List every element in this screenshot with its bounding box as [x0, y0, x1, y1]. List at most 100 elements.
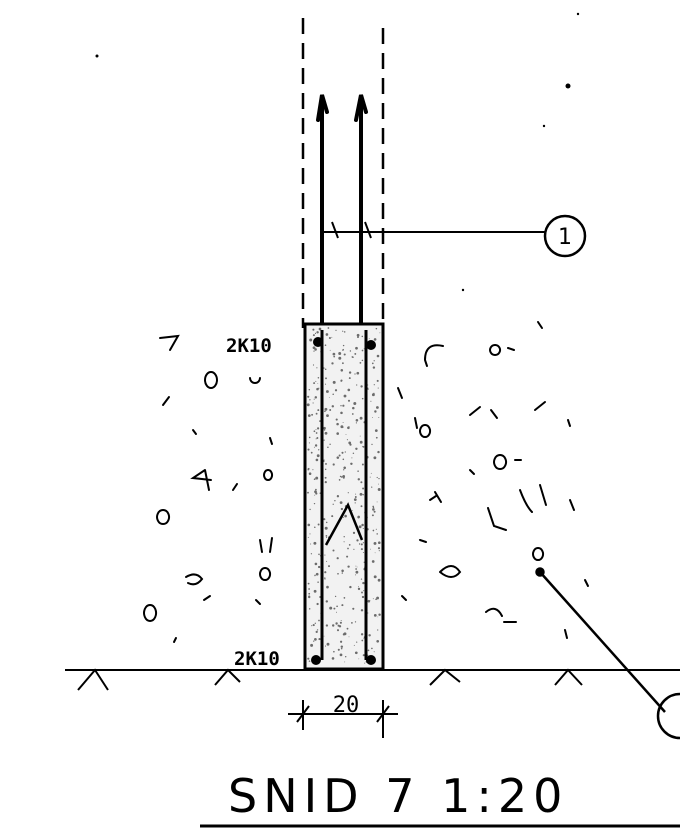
- concrete-speck: [340, 476, 343, 478]
- concrete-speck: [308, 436, 311, 439]
- concrete-speck: [348, 426, 350, 428]
- concrete-speck: [362, 494, 364, 496]
- concrete-speck: [345, 433, 347, 435]
- concrete-speck: [353, 548, 355, 550]
- concrete-speck: [343, 353, 346, 356]
- concrete-speck: [310, 543, 312, 545]
- concrete-speck: [355, 493, 357, 495]
- concrete-speck: [316, 367, 318, 369]
- concrete-speck: [358, 525, 362, 529]
- concrete-speck: [331, 336, 333, 338]
- concrete-speck: [361, 463, 364, 466]
- concrete-speck: [336, 422, 339, 426]
- concrete-speck: [323, 459, 325, 461]
- concrete-speck: [325, 535, 328, 537]
- concrete-speck: [340, 369, 344, 372]
- concrete-speck: [314, 638, 317, 641]
- concrete-speck: [308, 608, 311, 610]
- concrete-speck: [316, 602, 319, 606]
- concrete-speck: [377, 547, 381, 550]
- concrete-speck: [373, 614, 377, 617]
- concrete-speck: [351, 356, 354, 358]
- concrete-speck: [314, 562, 318, 566]
- concrete-speck: [307, 395, 310, 398]
- concrete-speck: [342, 344, 345, 347]
- concrete-speck: [339, 501, 343, 504]
- concrete-speck: [325, 462, 327, 465]
- concrete-speck: [307, 448, 310, 451]
- paper-specks: [95, 12, 580, 292]
- concrete-speck: [355, 346, 358, 350]
- concrete-speck: [326, 585, 329, 589]
- concrete-speck: [363, 348, 365, 350]
- concrete-speck: [324, 468, 327, 471]
- concrete-speck: [343, 536, 345, 538]
- concrete-speck: [378, 613, 381, 616]
- rebar-bottom-right: [366, 655, 376, 665]
- concrete-speck: [327, 327, 330, 329]
- concrete-speck: [354, 621, 357, 623]
- concrete-speck: [329, 443, 331, 446]
- concrete-speck: [374, 410, 377, 413]
- concrete-speck: [334, 500, 336, 502]
- concrete-speck: [307, 536, 309, 538]
- concrete-speck: [360, 505, 363, 508]
- concrete-speck: [355, 419, 359, 422]
- concrete-speck: [338, 454, 341, 457]
- ground-line: [65, 668, 680, 691]
- concrete-speck: [315, 412, 318, 415]
- concrete-speck: [346, 627, 349, 630]
- concrete-speck: [361, 591, 363, 594]
- concrete-speck: [340, 645, 344, 648]
- concrete-speck: [332, 352, 336, 356]
- concrete-speck: [325, 390, 329, 393]
- concrete-speck: [373, 360, 375, 362]
- concrete-speck: [370, 400, 372, 402]
- concrete-speck: [310, 451, 313, 454]
- concrete-speck: [346, 555, 349, 558]
- concrete-speck: [316, 331, 319, 334]
- concrete-speck: [353, 402, 357, 405]
- concrete-speck: [368, 338, 370, 339]
- concrete-speck: [372, 508, 375, 511]
- concrete-speck: [375, 436, 378, 439]
- concrete-speck: [336, 495, 340, 498]
- concrete-speck: [312, 334, 315, 337]
- concrete-speck: [343, 541, 345, 543]
- concrete-speck: [318, 553, 320, 556]
- concrete-speck: [342, 474, 346, 478]
- concrete-speck: [340, 405, 342, 407]
- concrete-speck: [336, 456, 340, 459]
- concrete-speck: [347, 388, 351, 392]
- concrete-speck: [318, 327, 322, 331]
- rebar-bottom-left: [311, 655, 321, 665]
- concrete-speck: [354, 373, 356, 375]
- concrete-speck: [342, 404, 345, 407]
- soil-aggregate-left: [143, 334, 274, 643]
- concrete-speck: [355, 565, 357, 567]
- concrete-speck: [361, 335, 364, 338]
- concrete-speck: [350, 462, 353, 466]
- concrete-speck: [309, 399, 311, 401]
- concrete-speck: [356, 539, 359, 542]
- concrete-speck: [359, 440, 363, 444]
- soil-aggregate-right: [397, 321, 589, 639]
- concrete-speck: [340, 425, 344, 429]
- concrete-speck: [315, 432, 318, 434]
- concrete-speck: [336, 557, 339, 560]
- concrete-speck: [324, 368, 327, 371]
- concrete-speck: [341, 362, 344, 365]
- concrete-speck: [323, 426, 326, 430]
- concrete-speck: [361, 523, 364, 527]
- concrete-speck: [361, 349, 364, 352]
- concrete-speck: [313, 446, 315, 448]
- concrete-speck: [331, 657, 335, 660]
- concrete-speck: [308, 660, 311, 662]
- concrete-speck: [308, 442, 310, 444]
- concrete-speck: [332, 463, 335, 466]
- concrete-speck: [323, 367, 325, 369]
- concrete-speck: [344, 661, 346, 663]
- concrete-speck: [313, 382, 316, 385]
- concrete-speck: [353, 498, 357, 501]
- concrete-speck: [372, 529, 375, 532]
